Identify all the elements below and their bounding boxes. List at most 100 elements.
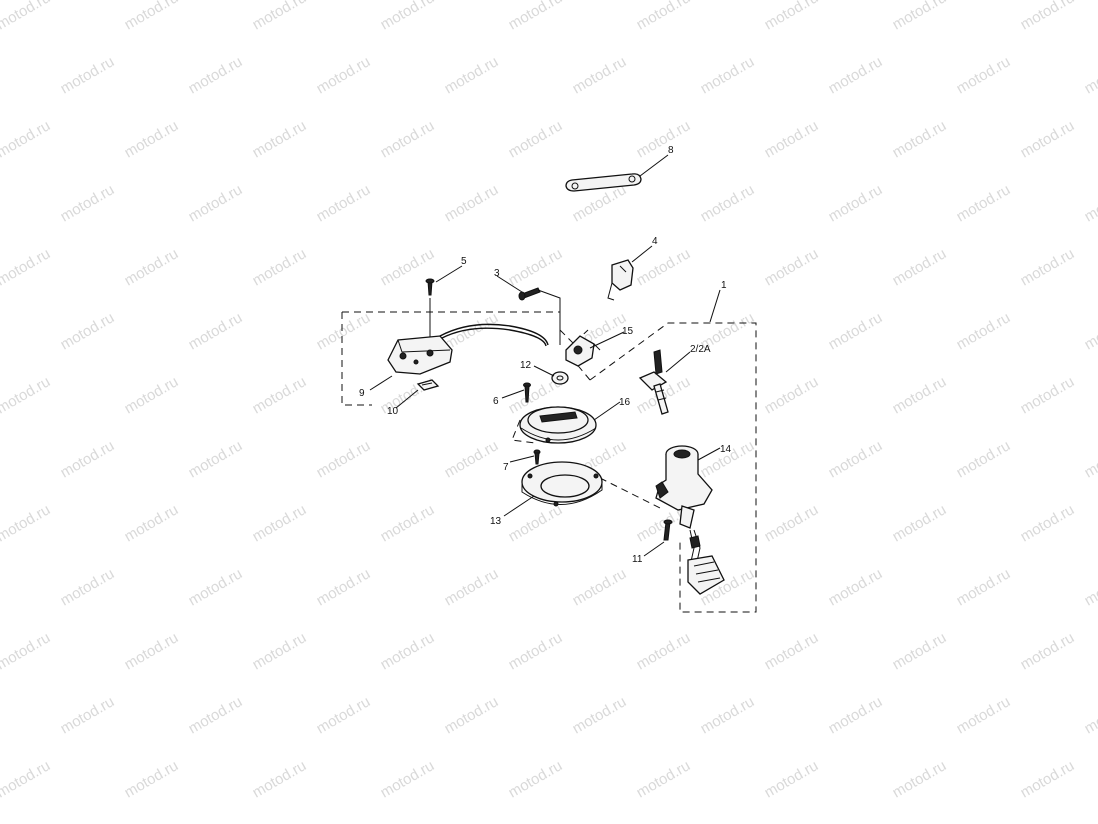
watermark-text: motod.ru xyxy=(0,501,53,545)
callout-15: 15 xyxy=(622,326,634,337)
watermark-text: motod.ru xyxy=(186,693,246,737)
watermark-text: motod.ru xyxy=(762,117,822,161)
watermark-text: motod.ru xyxy=(378,0,438,33)
watermark-text: motod.ru xyxy=(826,53,886,97)
watermark-text: motod.ru xyxy=(186,181,246,225)
callout-labels: 1 2/2A 3 4 5 6 7 8 9 10 11 12 13 14 15 1… xyxy=(359,145,732,565)
watermark-text: motod.ru xyxy=(634,629,694,673)
part-12-clip-ring xyxy=(551,371,569,385)
watermark-text: motod.ru xyxy=(250,245,310,289)
watermark-text: motod.ru xyxy=(762,0,822,33)
watermark-text: motod.ru xyxy=(250,0,310,33)
watermark-text: motod.ru xyxy=(698,53,758,97)
watermark-text: motod.ru xyxy=(186,53,246,97)
watermark-text: motod.ru xyxy=(314,693,374,737)
watermark-text: motod.ru xyxy=(890,501,950,545)
part-5-screw xyxy=(425,278,435,340)
watermark-text: motod.ru xyxy=(890,245,950,289)
watermark-text: motod.ru xyxy=(58,693,118,737)
watermark-text: motod.ru xyxy=(506,501,566,545)
watermark-text: motod.ru xyxy=(506,757,566,801)
watermark-text: motod.ru xyxy=(506,245,566,289)
watermark-text: motod.ru xyxy=(0,245,53,289)
watermark-text: motod.ru xyxy=(122,629,182,673)
watermark-text: motod.ru xyxy=(0,117,53,161)
callout-2-2a: 2/2A xyxy=(690,344,711,355)
watermark-text: motod.ru xyxy=(58,565,118,609)
callout-5: 5 xyxy=(461,256,467,267)
watermark-text: motod.ru xyxy=(378,501,438,545)
watermark-text: motod.ru xyxy=(506,0,566,33)
part-4-clip xyxy=(607,259,634,301)
watermark-text: motod.ru xyxy=(378,629,438,673)
watermark-text: motod.ru xyxy=(762,245,822,289)
part-9-lock-mechanism xyxy=(387,323,549,375)
watermark-text: motod.ru xyxy=(1082,437,1098,481)
watermark-text: motod.ru xyxy=(762,757,822,801)
watermark-text: motod.ru xyxy=(442,437,502,481)
callout-3: 3 xyxy=(494,268,500,279)
watermark-text: motod.ru xyxy=(122,245,182,289)
watermark-text: motod.ru xyxy=(442,693,502,737)
watermark-text: motod.ru xyxy=(442,565,502,609)
watermark-text: motod.ru xyxy=(634,245,694,289)
watermark-text: motod.ru xyxy=(762,373,822,417)
watermark-text: motod.ru xyxy=(506,629,566,673)
watermark-text: motod.ru xyxy=(314,53,374,97)
watermark-text: motod.ru xyxy=(762,501,822,545)
watermark-text: motod.ru xyxy=(1018,373,1078,417)
callout-7: 7 xyxy=(503,462,509,473)
part-15-latch xyxy=(565,335,601,367)
part-6-bolt xyxy=(523,382,531,403)
callout-1: 1 xyxy=(721,280,727,291)
watermark-text: motod.ru xyxy=(122,373,182,417)
watermark-text: motod.ru xyxy=(58,181,118,225)
watermark-text: motod.ru xyxy=(890,117,950,161)
watermark-text: motod.ru xyxy=(378,117,438,161)
part-3-screw xyxy=(518,287,561,345)
watermark-text: motod.ru xyxy=(954,53,1014,97)
watermark-text: motod.ru xyxy=(314,565,374,609)
watermark-text: motod.ru xyxy=(378,757,438,801)
watermark-text: motod.ru xyxy=(314,437,374,481)
watermark-text: motod.ru xyxy=(314,181,374,225)
watermark-text: motod.ru xyxy=(570,53,630,97)
watermark-text: motod.ru xyxy=(186,309,246,353)
watermark-text: motod.ru xyxy=(250,501,310,545)
watermark-text: motod.ru xyxy=(122,757,182,801)
watermark-text: motod.ru xyxy=(826,437,886,481)
watermark-text: motod.ru xyxy=(122,0,182,33)
callout-6: 6 xyxy=(493,396,499,407)
callout-14: 14 xyxy=(720,444,732,455)
watermark-text: motod.ru xyxy=(250,629,310,673)
watermark-text: motod.ru xyxy=(250,757,310,801)
watermark-text: motod.ru xyxy=(1018,629,1078,673)
callout-16: 16 xyxy=(619,397,631,408)
watermark-text: motod.ru xyxy=(826,693,886,737)
watermark-text: motod.ru xyxy=(0,757,53,801)
watermark-text: motod.ru xyxy=(186,565,246,609)
watermark-text: motod.ru xyxy=(1018,757,1078,801)
watermark-text: motod.ru xyxy=(634,0,694,33)
watermark-text: motod.ru xyxy=(890,0,950,33)
part-13-base-ring xyxy=(521,461,603,507)
watermark-text: motod.ru xyxy=(1082,565,1098,609)
part-11-screw xyxy=(663,519,673,541)
watermark-text: motod.ru xyxy=(890,629,950,673)
watermark-text: motod.ru xyxy=(698,693,758,737)
watermark-text: motod.ru xyxy=(506,117,566,161)
watermark-text: motod.ru xyxy=(1018,501,1078,545)
leader-lines xyxy=(369,154,721,557)
callout-13: 13 xyxy=(490,516,502,527)
watermark-text: motod.ru xyxy=(0,373,53,417)
part-10-pad xyxy=(416,379,440,391)
switch-connector xyxy=(687,529,725,595)
part-2-key xyxy=(638,349,669,415)
watermark-text: motod.ru xyxy=(1082,181,1098,225)
callout-4: 4 xyxy=(652,236,658,247)
watermark-text: motod.ru xyxy=(1018,245,1078,289)
watermark-text: motod.ru xyxy=(250,117,310,161)
watermark-text: motod.ru xyxy=(442,53,502,97)
watermark-text: motod.ru xyxy=(1082,309,1098,353)
